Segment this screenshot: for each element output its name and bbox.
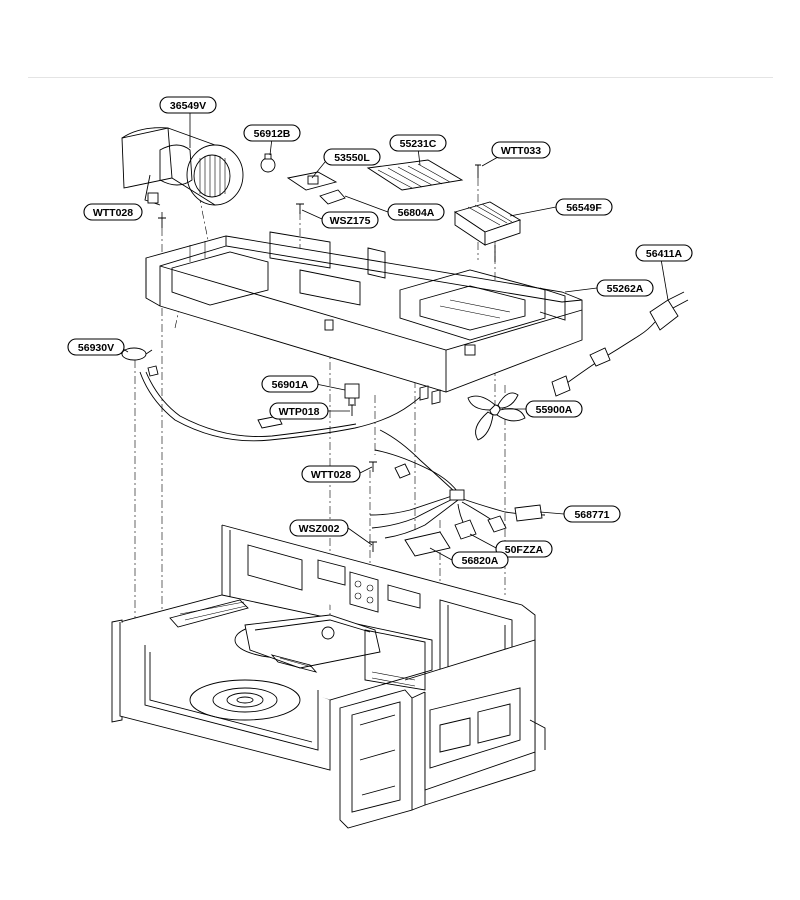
fan-motor — [453, 201, 522, 262]
svg-text:WTT028: WTT028 — [93, 207, 133, 219]
svg-text:WTT028: WTT028 — [311, 469, 351, 481]
lamp-socket — [286, 171, 338, 191]
svg-text:WSZ175: WSZ175 — [330, 215, 371, 227]
label-56930V: 56930V — [67, 338, 125, 356]
svg-text:55900A: 55900A — [536, 404, 573, 416]
label-56912B: 56912B — [243, 124, 301, 142]
top-divider — [28, 77, 773, 78]
label-56820A: 56820A — [451, 551, 509, 569]
door-switch — [344, 383, 360, 404]
switch-part — [319, 189, 346, 205]
label-36549V: 36549V — [159, 96, 217, 114]
oven-cavity-chassis — [111, 524, 546, 829]
svg-text:56411A: 56411A — [646, 248, 683, 260]
label-WTT028-mid: WTT028 — [301, 465, 361, 483]
label-WTP018: WTP018 — [269, 402, 329, 420]
svg-text:56804A: 56804A — [398, 207, 435, 219]
leader-lines — [119, 112, 669, 561]
svg-text:55262A: 55262A — [607, 283, 644, 295]
svg-text:50FZZA: 50FZZA — [505, 544, 544, 556]
label-56411A: 56411A — [635, 244, 693, 262]
label-55262A: 55262A — [596, 279, 654, 297]
svg-text:56549F: 56549F — [566, 202, 602, 214]
power-cord — [551, 291, 689, 397]
label-56549F: 56549F — [555, 198, 613, 216]
svg-text:WSZ002: WSZ002 — [299, 523, 340, 535]
svg-text:55231C: 55231C — [400, 138, 437, 150]
svg-text:56820A: 56820A — [462, 555, 499, 567]
blower-motor-assembly — [121, 127, 244, 206]
lamp-bulb — [260, 153, 276, 173]
svg-text:56901A: 56901A — [272, 379, 309, 391]
label-55900A: 55900A — [525, 400, 583, 418]
label-53550L: 53550L — [323, 148, 381, 166]
label-WSZ002: WSZ002 — [289, 519, 349, 537]
svg-text:568771: 568771 — [574, 509, 609, 521]
svg-text:53550L: 53550L — [334, 152, 370, 164]
svg-text:56912B: 56912B — [254, 128, 291, 140]
label-56901A: 56901A — [261, 375, 319, 393]
top-chassis-plate — [145, 231, 583, 393]
svg-text:WTP018: WTP018 — [279, 406, 320, 418]
svg-text:WTT033: WTT033 — [501, 145, 541, 157]
screws — [158, 164, 481, 552]
label-55231C: 55231C — [389, 134, 447, 152]
wiring-harness — [139, 365, 461, 496]
svg-text:36549V: 36549V — [170, 100, 206, 112]
svg-text:56930V: 56930V — [78, 342, 114, 354]
main-wire-harness — [369, 489, 546, 557]
label-WSZ175: WSZ175 — [321, 211, 379, 229]
fan-blade — [467, 392, 526, 441]
label-568771: 568771 — [563, 505, 621, 523]
label-56804A: 56804A — [387, 203, 445, 221]
label-50FZZA: 50FZZA — [495, 540, 553, 558]
grease-filter — [366, 159, 464, 191]
label-WTT028-top: WTT028 — [83, 203, 143, 221]
label-WTT033: WTT033 — [491, 141, 551, 159]
